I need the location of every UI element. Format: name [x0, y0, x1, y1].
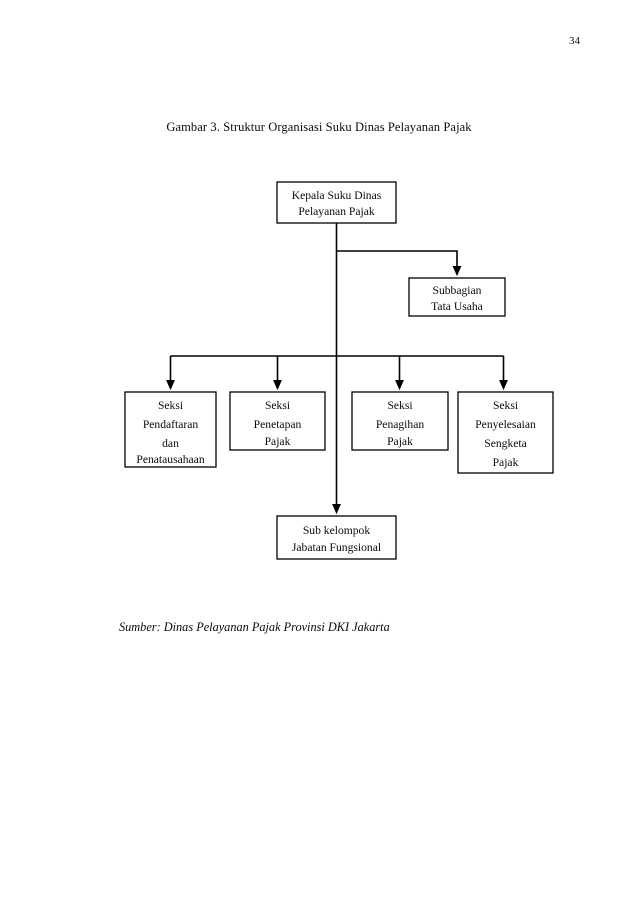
node-seksi-penagihan-pajak[interactable]: Seksi Penagihan Pajak [351, 391, 449, 451]
node-kepala-suku-dinas[interactable]: Kepala Suku Dinas Pelayanan Pajak [276, 181, 397, 224]
org-chart: Kepala Suku Dinas Pelayanan Pajak Subbag… [100, 170, 580, 580]
node-box [229, 391, 326, 451]
node-label-line: Tata Usaha [431, 300, 483, 313]
node-box [351, 391, 449, 451]
node-label-line: Pajak [493, 456, 519, 469]
node-label-line: Penagihan [376, 418, 424, 431]
node-label-line: Penetapan [254, 418, 302, 431]
edge-head-to-subbagian [336, 250, 462, 277]
node-label-line: Kepala Suku Dinas [292, 189, 382, 202]
node-box [276, 515, 397, 560]
source-note: Sumber: Dinas Pelayanan Pajak Provinsi D… [119, 620, 390, 634]
node-seksi-penetapan-pajak[interactable]: Seksi Penetapan Pajak [229, 391, 326, 451]
node-box [276, 181, 397, 224]
node-label-line: Seksi [265, 399, 290, 412]
node-label-line: Sub kelompok [303, 524, 371, 537]
node-label-line: Seksi [387, 399, 412, 412]
node-box [124, 391, 217, 468]
node-subbagian-tata-usaha[interactable]: Subbagian Tata Usaha [408, 277, 506, 317]
node-label-line: Jabatan Fungsional [292, 541, 381, 554]
node-sub-kelompok-jabatan-fungsional[interactable]: Sub kelompok Jabatan Fungsional [276, 515, 397, 560]
node-label-line: Pajak [265, 435, 291, 448]
node-label-line: Pajak [387, 435, 413, 448]
node-label-line: Sengketa [484, 437, 527, 450]
node-seksi-penyelesaian-sengketa-pajak[interactable]: Seksi Penyelesaian Sengketa Pajak [457, 391, 554, 474]
node-label-line: Penyelesaian [475, 418, 536, 431]
node-box [408, 277, 506, 317]
node-label-line: Penatausahaan [136, 453, 204, 466]
node-label-line: Seksi [158, 399, 183, 412]
figure-title: Gambar 3. Struktur Organisasi Suku Dinas… [166, 120, 472, 134]
node-label-line: Seksi [493, 399, 518, 412]
node-seksi-pendaftaran-dan-penatausahaan[interactable]: Seksi Pendaftaran dan Penatausahaan [124, 391, 217, 468]
node-label-line: dan [162, 437, 179, 450]
connector-lines [166, 223, 508, 515]
node-label-line: Pendaftaran [143, 418, 199, 431]
page-number: 34 [569, 35, 580, 47]
node-label-line: Subbagian [433, 284, 482, 297]
node-label-line: Pelayanan Pajak [298, 205, 375, 218]
node-box [457, 391, 554, 474]
